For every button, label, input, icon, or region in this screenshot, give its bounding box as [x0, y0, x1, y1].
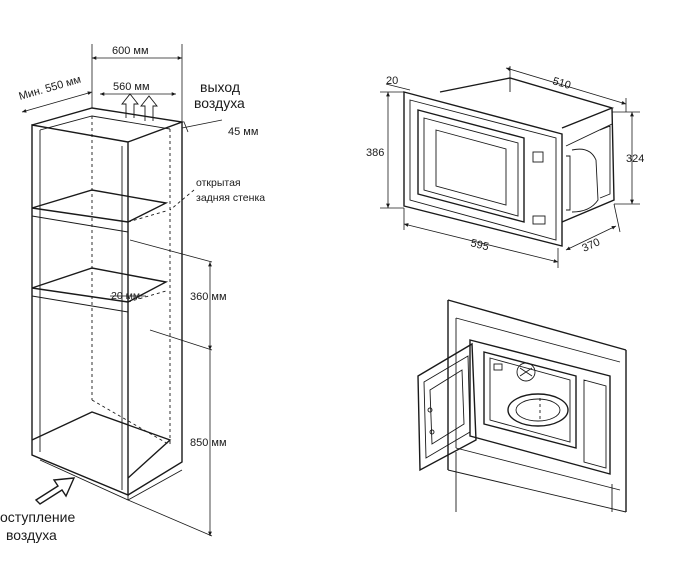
oven-cavity	[483, 351, 577, 449]
frame-width-label: 595	[469, 237, 490, 253]
oven-body-side	[561, 107, 615, 223]
air-out-arrow-right	[140, 95, 158, 121]
oven-light	[493, 363, 503, 371]
open-back-label-2: задняя стенка	[196, 192, 265, 204]
body-depth-label: 510	[551, 75, 572, 92]
installed-oven-drawing	[417, 299, 627, 513]
oven-fan	[516, 362, 536, 382]
frame-height-label: 386	[366, 147, 384, 159]
shelf-upper	[31, 189, 169, 223]
cabinet-width-label: 600 мм	[112, 45, 149, 57]
cabinet-top	[31, 107, 185, 143]
niche-height-label: 360 мм	[190, 291, 227, 303]
air-in-label-1: оступление	[0, 509, 75, 525]
turntable-plate	[507, 393, 569, 427]
control-panel	[583, 379, 607, 469]
oven-window	[417, 109, 525, 223]
control-button-bottom	[532, 215, 546, 225]
air-in-arrow	[34, 477, 76, 505]
frame-depth-label: 20	[386, 75, 398, 87]
air-out-label-1: выход	[200, 79, 240, 95]
body-width-label: 370	[580, 236, 602, 254]
installed-oven-frame	[469, 339, 611, 475]
body-height-label: 324	[626, 153, 644, 165]
control-button-top	[532, 151, 544, 163]
cabinet-drawing: 600 мм 560 мм Мин. 550 мм выход воздуха …	[0, 44, 265, 543]
oven-body-top	[439, 77, 615, 129]
opening-width-label: 560 мм	[113, 81, 150, 93]
air-out-label-2: воздуха	[194, 95, 245, 111]
oven-door-open	[417, 342, 477, 472]
oven-front-frame	[403, 91, 563, 247]
open-back-label-1: открытая	[196, 177, 241, 189]
shelf-gap-label: 20 мм	[111, 290, 140, 302]
cabinet-right-side	[127, 122, 183, 496]
air-out-arrow-left	[121, 93, 139, 118]
min-depth-label: Мин. 550 мм	[18, 74, 83, 103]
base-height-label: 850 мм	[190, 437, 227, 449]
oven-dimension-drawing: 20 510 386 324 595 370	[366, 66, 644, 268]
shelf-lower	[31, 267, 169, 303]
air-in-label-2: воздуха	[6, 527, 57, 543]
gap-label: 45 мм	[228, 126, 258, 138]
